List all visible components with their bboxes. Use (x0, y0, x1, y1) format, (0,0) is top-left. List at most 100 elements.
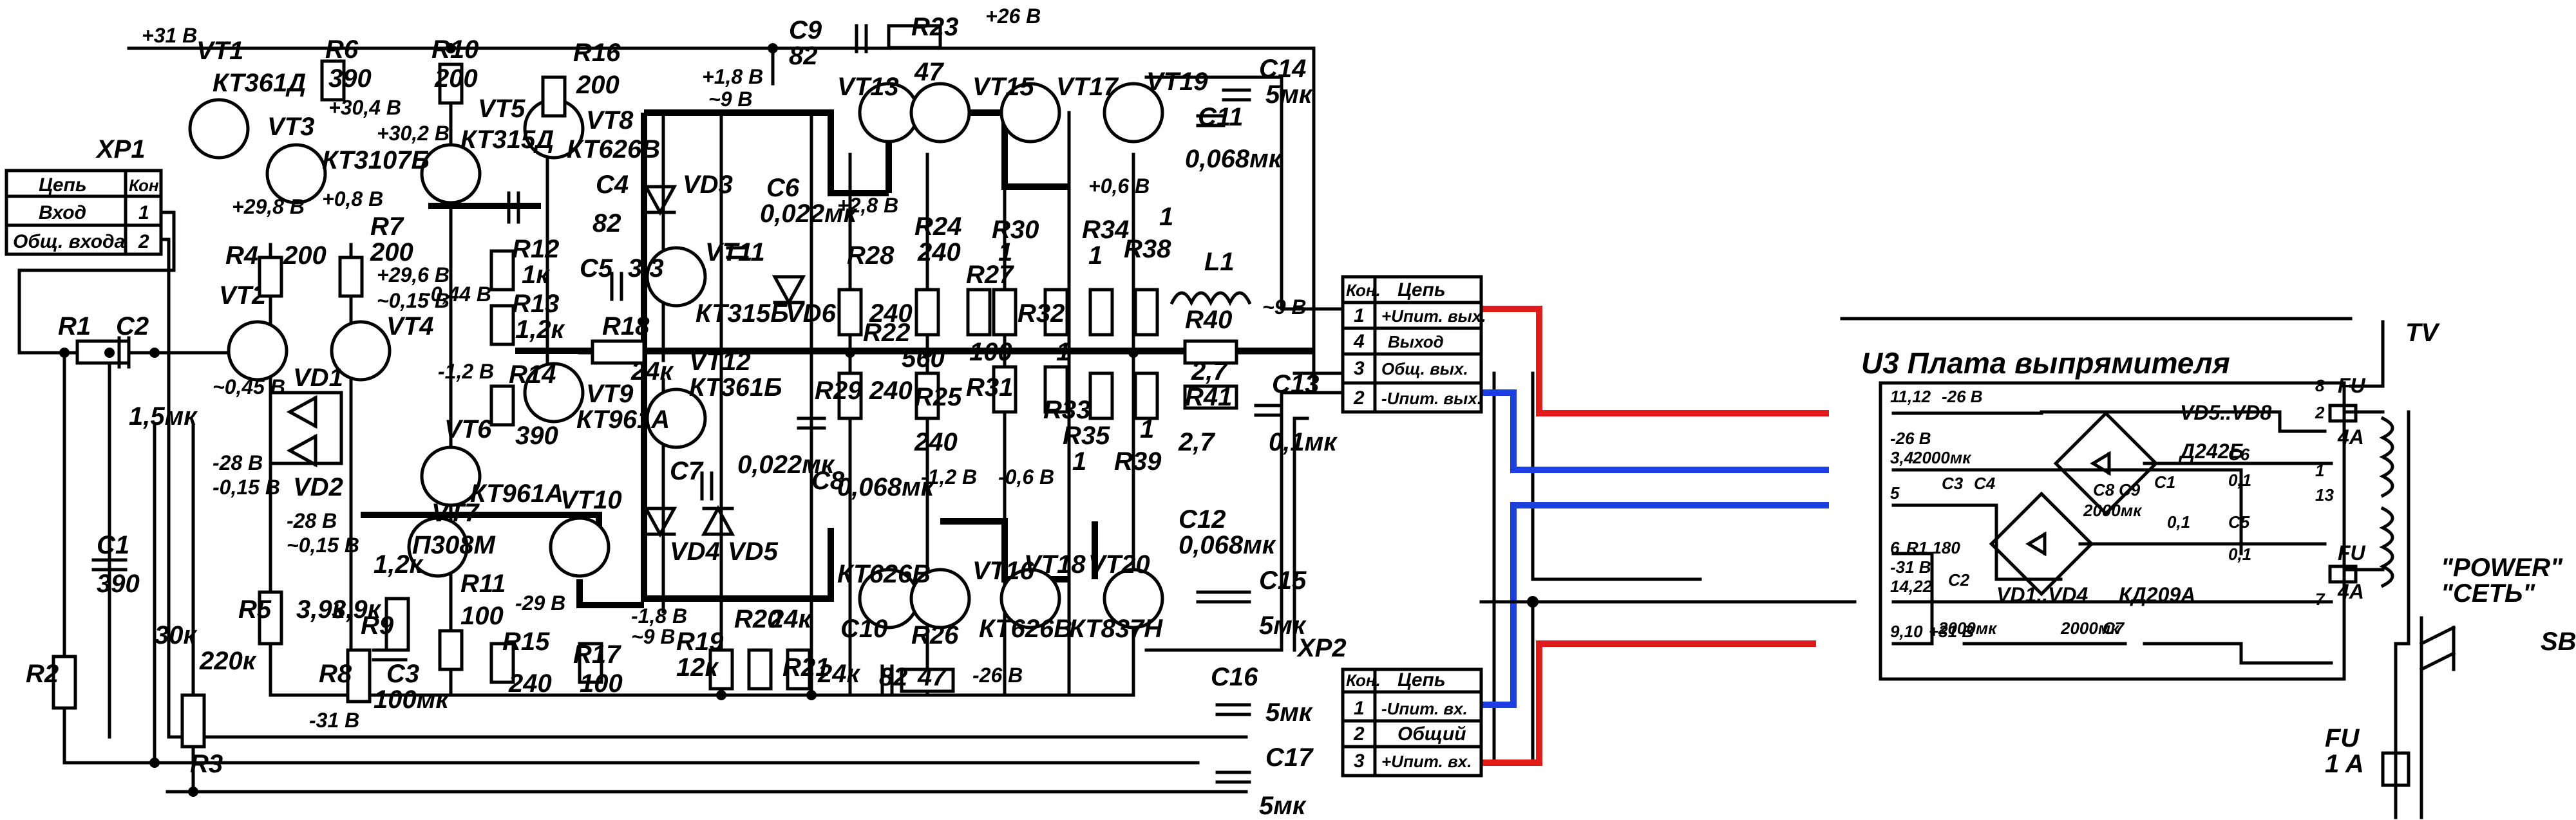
r41-value: 2,7 (1178, 428, 1215, 456)
voltage-015b: -0,15 В (213, 476, 280, 499)
vt6-type: КТ961А (470, 480, 564, 508)
capacitor-labels: C1 390 C2 1,5мк C3 100мк C4 82 C5 3,3 C6… (97, 16, 1338, 820)
voltage-015c: ~0,15 В (287, 534, 359, 557)
c4-ref: C4 (596, 171, 629, 199)
vt6-symbol (420, 445, 482, 507)
psu-fu-b: FU (2338, 541, 2366, 564)
c16-ref: C16 (1211, 663, 1258, 691)
r4-symbol (258, 256, 283, 298)
vt8-type: КТ626В (567, 135, 660, 163)
xp1-row-input: Вход (39, 202, 86, 223)
c14-ref: C14 (1259, 55, 1306, 83)
voltage-9out: ~9 В (1262, 295, 1306, 319)
r3-ref: R3 (190, 750, 223, 778)
r11-ref: R11 (460, 570, 506, 598)
xp2-pin-2: 2 (1353, 723, 1365, 745)
r5-ref: R5 (238, 595, 272, 624)
psu-bridge-top-type: Д242Б (2178, 440, 2244, 463)
vt18-type: КТ837Н (1069, 615, 1163, 643)
xp2-col-contact: Кон. (1346, 671, 1381, 690)
c12-value: 0,068мк (1179, 531, 1276, 559)
xp1-col-circuit: Цепь (39, 174, 87, 196)
vd1-ref: VD1 (293, 364, 343, 392)
psu-c01-a: 0,1 (2167, 512, 2190, 532)
r13-value: 1,2к (515, 315, 565, 344)
psu-tv-label: TV (2405, 319, 2440, 347)
connector-xp1: XP1 Цепь Кон. Вход 1 Общ. входа 2 (5, 135, 164, 256)
xp1-label: XP1 (95, 135, 146, 163)
transistor-labels: VT1 КТ361Д VT2 VT3 КТ3107Б VT4 VT5 КТ315… (196, 37, 1208, 643)
out-col-circuit: Цепь (1397, 279, 1446, 301)
psu-c5-label: C5 (2228, 512, 2250, 532)
r34-value: 1 (1088, 241, 1103, 270)
psu-c-main-a: 2000мк (1912, 448, 1972, 467)
psu-pin-5: 5 (1890, 483, 1900, 503)
r3-value: 220к (199, 647, 257, 675)
voltage-26p: +26 В (985, 5, 1041, 28)
psu-pin-v26m-b: -26 В (1890, 429, 1931, 448)
psu-c4-label: C4 (1974, 474, 1996, 493)
c16-value: 5мк (1265, 698, 1313, 727)
voltage-08: +0,8 В (322, 187, 383, 210)
psu-bridge-bot-type: КД209А (2119, 583, 2195, 606)
vt11-type: КТ315Б (696, 299, 789, 328)
out-pin-2: 2 (1353, 387, 1365, 409)
r21-symbol (786, 648, 811, 691)
xp2-row-3: +Uпит. вх. (1381, 752, 1472, 771)
psu-c-main-b: 2000мк (1938, 619, 1998, 638)
psu-pin-8: 8 (2315, 376, 2325, 395)
xp2-row-2: Общий (1397, 723, 1466, 745)
vt10-ref: VT10 (560, 486, 622, 514)
out-row-3: Общ. вых. (1381, 359, 1468, 378)
voltage-26m: -26 В (972, 664, 1023, 687)
r9-ref: R9 (361, 611, 394, 640)
sb-label: SB (2541, 628, 2576, 656)
c6-ref: C6 (766, 174, 800, 202)
psu-pin-v26m: -26 В (1942, 387, 1983, 406)
c7-value: 0,022мк (737, 451, 835, 479)
r33-ref: R33 (1043, 396, 1090, 424)
r12-symbol (489, 249, 515, 292)
voltage-044: ~0,44 В (419, 283, 491, 306)
psu-c-main-d: 2000мк (2083, 501, 2143, 520)
psu-title: U3 Плата выпрямителя (1861, 346, 2230, 380)
r25-value: 240 (914, 428, 958, 456)
voltage-31-bot: -31 В (309, 709, 359, 732)
voltage-12m: -1,2 В (921, 465, 977, 489)
set-label: "СЕТЬ" (2441, 579, 2535, 608)
r22-value: 560 (902, 344, 945, 373)
r28-value: 240 (869, 299, 913, 328)
r32-ref: R32 (1018, 299, 1065, 328)
c1-value: 390 (97, 570, 140, 598)
vt9-type: КТ961А (576, 405, 670, 434)
c5-value: 3,3 (628, 254, 664, 283)
r29-ref: R29 (815, 377, 862, 405)
vt17-symbol (999, 82, 1061, 144)
r26-ref: R26 (911, 621, 959, 649)
psu-wires (1479, 306, 1831, 766)
vt12-ref: VT12 (689, 348, 751, 376)
c6-value: 0,022мк (760, 200, 858, 228)
r27-value: 100 (969, 338, 1012, 366)
r27-symbol (966, 288, 992, 337)
r10-value: 200 (434, 64, 478, 93)
vt4-ref: VT4 (386, 312, 433, 340)
c15-ref: C15 (1259, 566, 1307, 595)
voltage-06p: +0,6 В (1088, 174, 1150, 198)
vt6-ref: VT6 (444, 415, 492, 443)
r35-ref: R35 (1063, 422, 1110, 450)
c7-ref: C7 (670, 457, 704, 485)
vt12-symbol (645, 387, 707, 449)
r23-value: 47 (914, 58, 944, 86)
r7-value: 200 (370, 238, 413, 266)
psu-pin-1: 1 (2315, 461, 2324, 480)
c1-ref: C1 (97, 531, 129, 559)
r11-value: 100 (460, 602, 504, 630)
connector-output: Кон. Цепь 1 +Uпит. вых. 4 Выход 3 Общ. в… (1341, 275, 1486, 414)
psu-fu-a-val: 4A (2337, 425, 2364, 449)
r19-symbol (708, 648, 734, 691)
r12-ref: R12 (512, 235, 559, 263)
r31-ref: R31 (966, 373, 1013, 402)
vt14-type: КТ626В (837, 560, 931, 588)
